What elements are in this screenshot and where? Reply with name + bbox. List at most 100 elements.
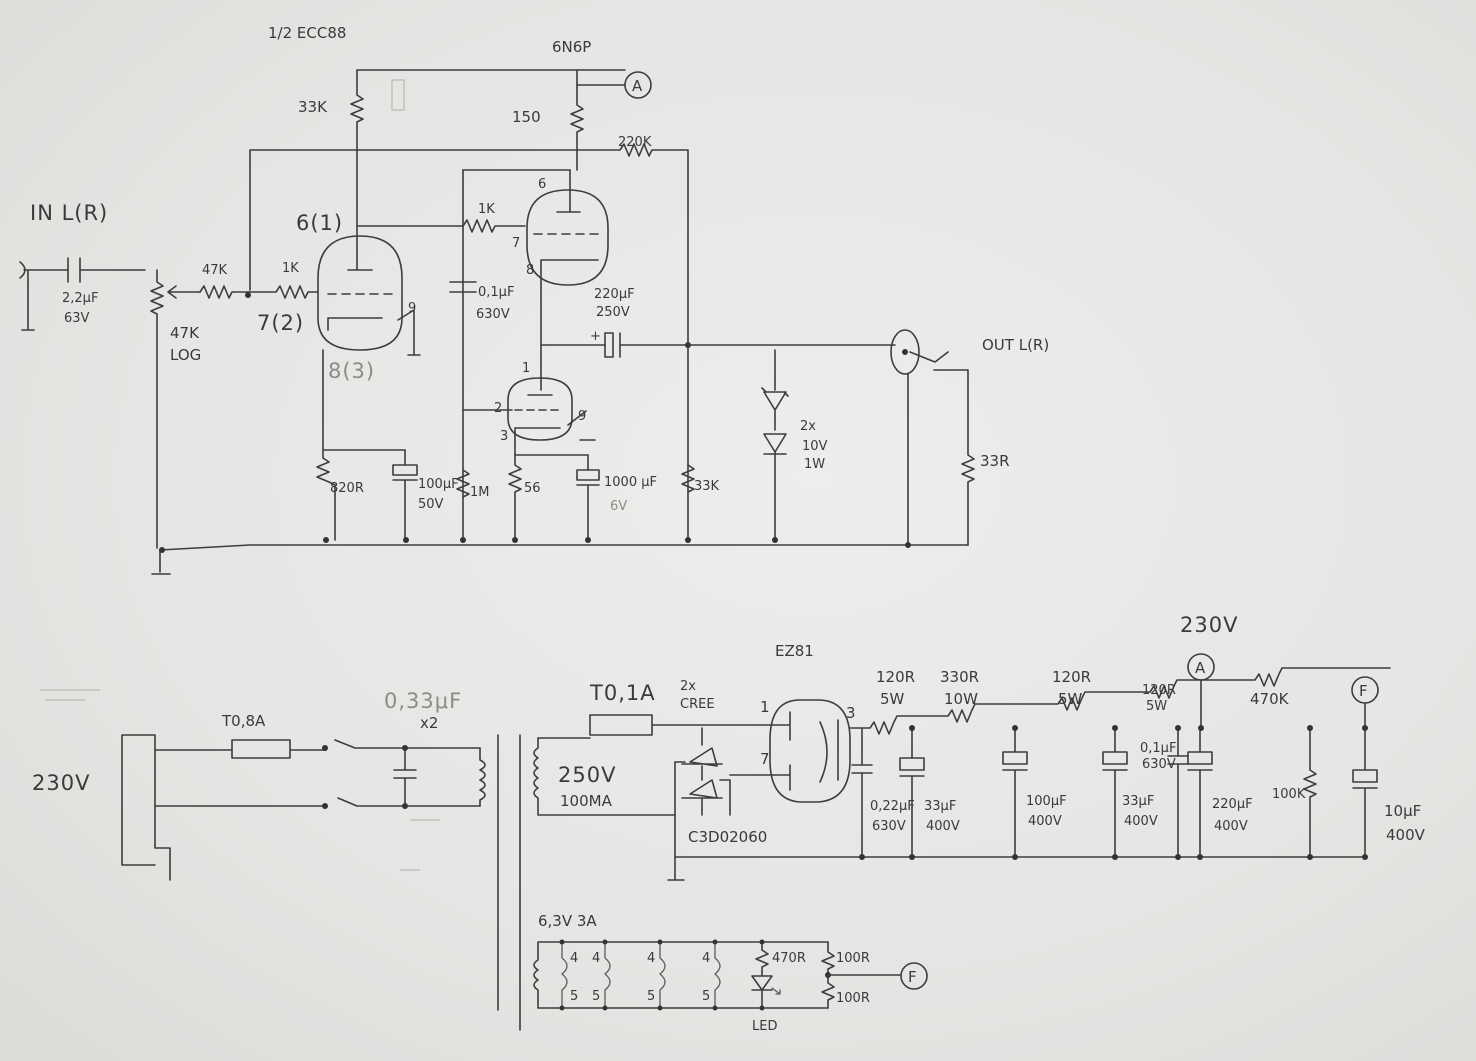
- pin-6: 6: [538, 177, 546, 192]
- erased-pencil-marks: [40, 79, 440, 871]
- pin-7: 7: [512, 236, 520, 251]
- r-top-label: 150: [512, 108, 541, 126]
- c5-voltage: 630V: [1142, 757, 1176, 772]
- capacitor-220u: [1187, 727, 1213, 858]
- c-couple-value: 0,1μF: [478, 285, 514, 300]
- heater-winding: [533, 941, 829, 1009]
- r6-value: 100K: [1272, 787, 1306, 802]
- heater-supply-label: 6,3V 3A: [538, 912, 597, 930]
- capacitor-0u22: [851, 727, 873, 858]
- transformer-primary: [479, 747, 486, 807]
- heater-pin-4d: 4: [702, 951, 710, 966]
- capacitor-100u-cathode: [392, 449, 418, 541]
- r2-power: 10W: [944, 690, 978, 708]
- node-a-label: A: [632, 77, 643, 95]
- r-series1-label: 47K: [202, 263, 228, 278]
- heater-filament-2: [604, 941, 611, 1009]
- capacitor-0u1: [1167, 727, 1189, 858]
- r-cathode1-label: 820R: [330, 481, 364, 496]
- pot-value: 47K: [170, 324, 200, 342]
- r2-value: 330R: [940, 668, 979, 686]
- diode-count: 2x: [680, 679, 696, 694]
- mains-input: 230V T0,8A 0,33μF x2: [32, 689, 521, 1031]
- resistor-820r: [316, 349, 406, 541]
- pin-cathode1: 8(3): [328, 359, 375, 383]
- tube1-ecc88: [317, 204, 421, 356]
- c6-value: 220μF: [1212, 797, 1253, 812]
- c7-value: 10μF: [1384, 802, 1421, 820]
- junction-dot: [245, 292, 251, 298]
- led-arrow-icon: [771, 987, 781, 995]
- capacitor-10u: [1352, 727, 1378, 858]
- heater-filament-3: [659, 941, 666, 1009]
- r-series2-label: 1K: [282, 261, 299, 276]
- capacitor-33u-1: [899, 727, 925, 858]
- transformer-secondary: [533, 737, 676, 816]
- node-f-label: F: [1359, 682, 1368, 700]
- switch-contact: [322, 803, 328, 809]
- resistor-1m: [456, 469, 470, 498]
- secondary-current: 100MA: [560, 792, 613, 810]
- c-cathode2-value: 1000 μF: [604, 475, 657, 490]
- r5-value: 470K: [1250, 690, 1290, 708]
- heater-pin-5a: 5: [570, 989, 578, 1004]
- diode-wiring: [667, 761, 731, 881]
- filter-chain-wire: [849, 667, 1391, 735]
- resistor-33k-plate: [350, 69, 364, 206]
- r-56-label: 56: [524, 481, 541, 496]
- r1-value: 120R: [876, 668, 915, 686]
- mains-connector: [121, 734, 171, 881]
- resistor-1k-grid: [462, 219, 526, 233]
- c-cathode1-value: 100μF: [418, 477, 459, 492]
- heater-supply: 6,3V 3A 4 5 4 5 4 5 4 5 470R LED F 100R …: [533, 912, 928, 1034]
- heater-pin-5c: 5: [647, 989, 655, 1004]
- heater-node-f-circle: [900, 962, 928, 990]
- series-resistors: [199, 285, 319, 299]
- tube2-lower: [507, 377, 596, 441]
- r4-power: 5W: [1146, 699, 1167, 714]
- c3-voltage: 400V: [1028, 814, 1062, 829]
- pin-plate1: 6(1): [296, 211, 343, 235]
- input-wire: [21, 269, 69, 331]
- r-bleed-label: 33K: [694, 479, 720, 494]
- capacitor-0u1: [449, 281, 477, 293]
- pin-9a: 9: [408, 301, 416, 316]
- zener-diodes: [761, 349, 789, 541]
- c-in-value: 2,2μF: [62, 291, 98, 306]
- mains-cap-count: x2: [420, 714, 438, 732]
- c6-voltage: 400V: [1214, 819, 1248, 834]
- c-in-voltage: 63V: [64, 311, 90, 326]
- resistor-33k-bleed: [681, 464, 695, 493]
- c5-value: 0,1μF: [1140, 741, 1176, 756]
- secondary-voltage: 250V: [558, 763, 616, 787]
- capacitor-220u-output: [604, 332, 689, 358]
- c4-voltage: 400V: [1124, 814, 1158, 829]
- ht-power-supply: EZ81 T0,1A 2x CREE 250V 100MA C3D02060 1…: [533, 613, 1426, 881]
- r-feedback-label: 220K: [618, 135, 652, 150]
- feedback-wire-220k: [249, 143, 689, 541]
- c7-voltage: 400V: [1386, 826, 1426, 844]
- zener-voltage: 10V: [802, 439, 828, 454]
- r1-power: 5W: [880, 690, 905, 708]
- power-switch: [334, 739, 481, 807]
- capacitor-1000u: [576, 454, 600, 541]
- c-cathode2-voltage: 6V: [610, 499, 627, 514]
- input-label: IN L(R): [30, 201, 108, 225]
- c2-voltage: 400V: [926, 819, 960, 834]
- capacitor-100u: [1002, 727, 1028, 858]
- r-load-label: 33R: [980, 452, 1010, 470]
- c-out-voltage: 250V: [596, 305, 630, 320]
- pin-3: 3: [500, 429, 508, 444]
- ground-symbol-icon: [151, 549, 171, 575]
- r3-power: 5W: [1058, 690, 1083, 708]
- heater-pin-4b: 4: [592, 951, 600, 966]
- ground-junctions: [159, 537, 911, 553]
- mains-fuse: T0,8A: [221, 712, 266, 730]
- output-label: OUT L(R): [982, 336, 1049, 354]
- cree-diodes: [681, 727, 723, 816]
- pot-taper: LOG: [170, 346, 201, 364]
- diode-part: C3D02060: [688, 828, 767, 846]
- tube1-title: 1/2 ECC88: [268, 24, 346, 42]
